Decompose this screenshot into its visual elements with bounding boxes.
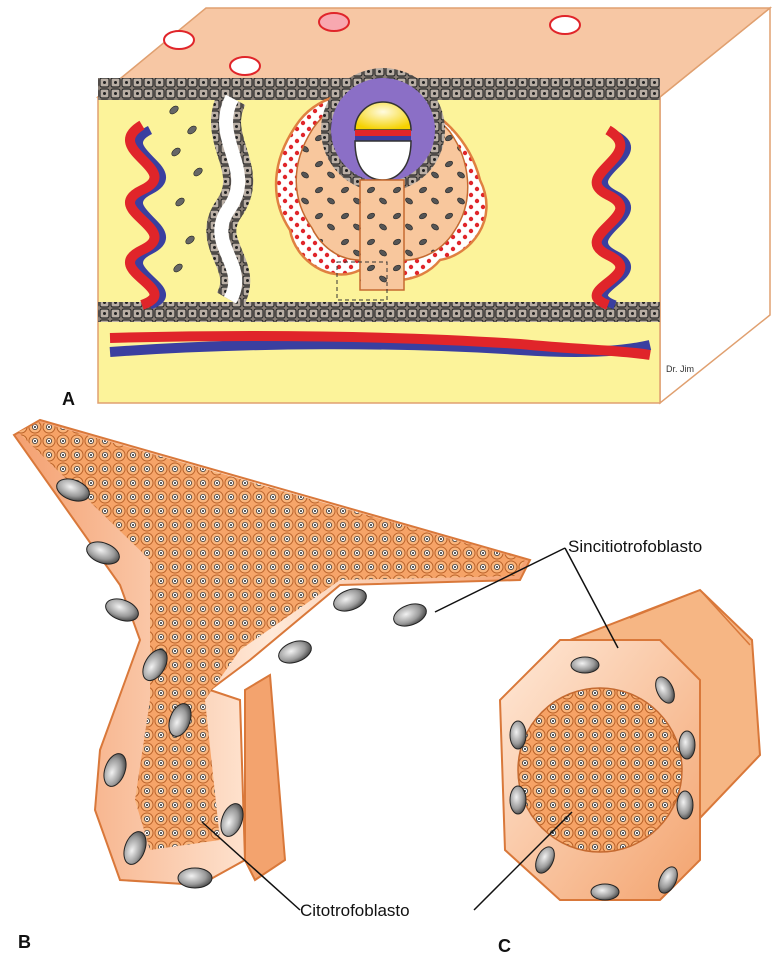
basal-epithelium	[98, 302, 660, 322]
hypoblast	[355, 130, 411, 136]
panel-label-b: B	[18, 932, 31, 952]
panel-label-a: A	[62, 389, 75, 409]
panel-b-diagram: B	[14, 420, 530, 952]
panel-a-diagram: A Dr. Jim	[62, 8, 770, 409]
callout-cytotrophoblast: Citotrofoblasto	[300, 901, 410, 920]
panel-label-c: C	[498, 936, 511, 956]
gland-opening	[550, 16, 580, 34]
gland-opening	[164, 31, 194, 49]
artist-signature: Dr. Jim	[666, 364, 694, 374]
gland-opening	[230, 57, 260, 75]
callout-syncytiotrophoblast: Sincitiotrofoblasto	[568, 537, 702, 556]
panel-c-diagram: C	[498, 590, 760, 956]
connecting-stalk	[360, 180, 404, 290]
cross-section-core	[518, 688, 682, 852]
villus-branch	[245, 675, 285, 880]
implantation-pore	[319, 13, 349, 31]
